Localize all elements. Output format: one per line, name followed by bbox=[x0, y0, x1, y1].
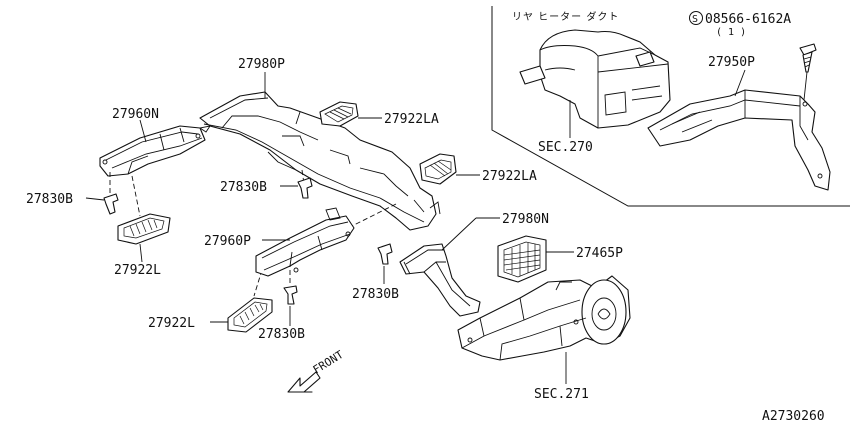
label-27922LA-middle: 27922LA bbox=[482, 169, 537, 184]
grille-27922L-left bbox=[117, 213, 171, 245]
label-27465P: 27465P bbox=[576, 246, 623, 261]
screw-part-number: 08566-6162A bbox=[705, 12, 791, 27]
label-27830B-right: 27830B bbox=[352, 287, 399, 302]
label-sec270: SEC.270 bbox=[538, 140, 593, 155]
leader-27830B-left bbox=[85, 197, 105, 201]
duct-27960N bbox=[99, 125, 206, 177]
clip-27830B-center bbox=[297, 177, 313, 199]
dash-27980P-27960P bbox=[351, 203, 397, 227]
label-27830B-bottom: 27830B bbox=[258, 327, 305, 342]
clip-27830B-bottom bbox=[283, 285, 298, 305]
screw-callout-symbol: S bbox=[689, 11, 703, 25]
figure-id: A2730260 bbox=[762, 409, 825, 424]
clip-27830B-left bbox=[103, 193, 119, 215]
front-label: FRONT bbox=[311, 348, 346, 377]
leader-27980N-b bbox=[441, 217, 477, 251]
label-sec271: SEC.271 bbox=[534, 387, 589, 402]
inset-title: リヤ ヒーター ダクト bbox=[512, 10, 619, 23]
dash-27960P-grille bbox=[253, 269, 263, 297]
inset-frame bbox=[491, 6, 850, 207]
label-27960N: 27960N bbox=[112, 107, 159, 122]
grille-27922L-bottom bbox=[227, 297, 273, 333]
label-27950P: 27950P bbox=[708, 55, 755, 70]
screw-quantity: ( 1 ) bbox=[716, 27, 746, 38]
label-27830B-center: 27830B bbox=[220, 180, 267, 195]
dash-27960N-grille bbox=[131, 175, 141, 217]
leader-27960N bbox=[139, 119, 147, 143]
duct-27980P bbox=[198, 91, 441, 231]
leader-27950P bbox=[734, 69, 746, 97]
rear-heater-unit bbox=[519, 29, 671, 129]
blower-unit bbox=[457, 275, 631, 361]
screw-symbol-letter: S bbox=[692, 14, 698, 25]
label-27922LA-upper: 27922LA bbox=[384, 112, 439, 127]
label-27980P: 27980P bbox=[238, 57, 285, 72]
grille-27922LA-middle bbox=[419, 153, 457, 185]
label-27922L-left: 27922L bbox=[114, 263, 161, 278]
duct-27960P bbox=[255, 207, 355, 277]
label-27922L-bottom: 27922L bbox=[148, 316, 195, 331]
label-27960P: 27960P bbox=[204, 234, 251, 249]
duct-27980N bbox=[399, 243, 481, 317]
duct-27950P bbox=[647, 89, 831, 191]
filter-27465P bbox=[497, 235, 547, 283]
clip-27830B-right bbox=[377, 243, 393, 265]
label-27980N: 27980N bbox=[502, 212, 549, 227]
leader-27922L-left bbox=[139, 243, 143, 263]
screw-icon bbox=[799, 43, 817, 101]
front-arrow-icon bbox=[287, 371, 321, 393]
label-27830B-left: 27830B bbox=[26, 192, 73, 207]
grille-27922LA-upper bbox=[319, 101, 359, 127]
